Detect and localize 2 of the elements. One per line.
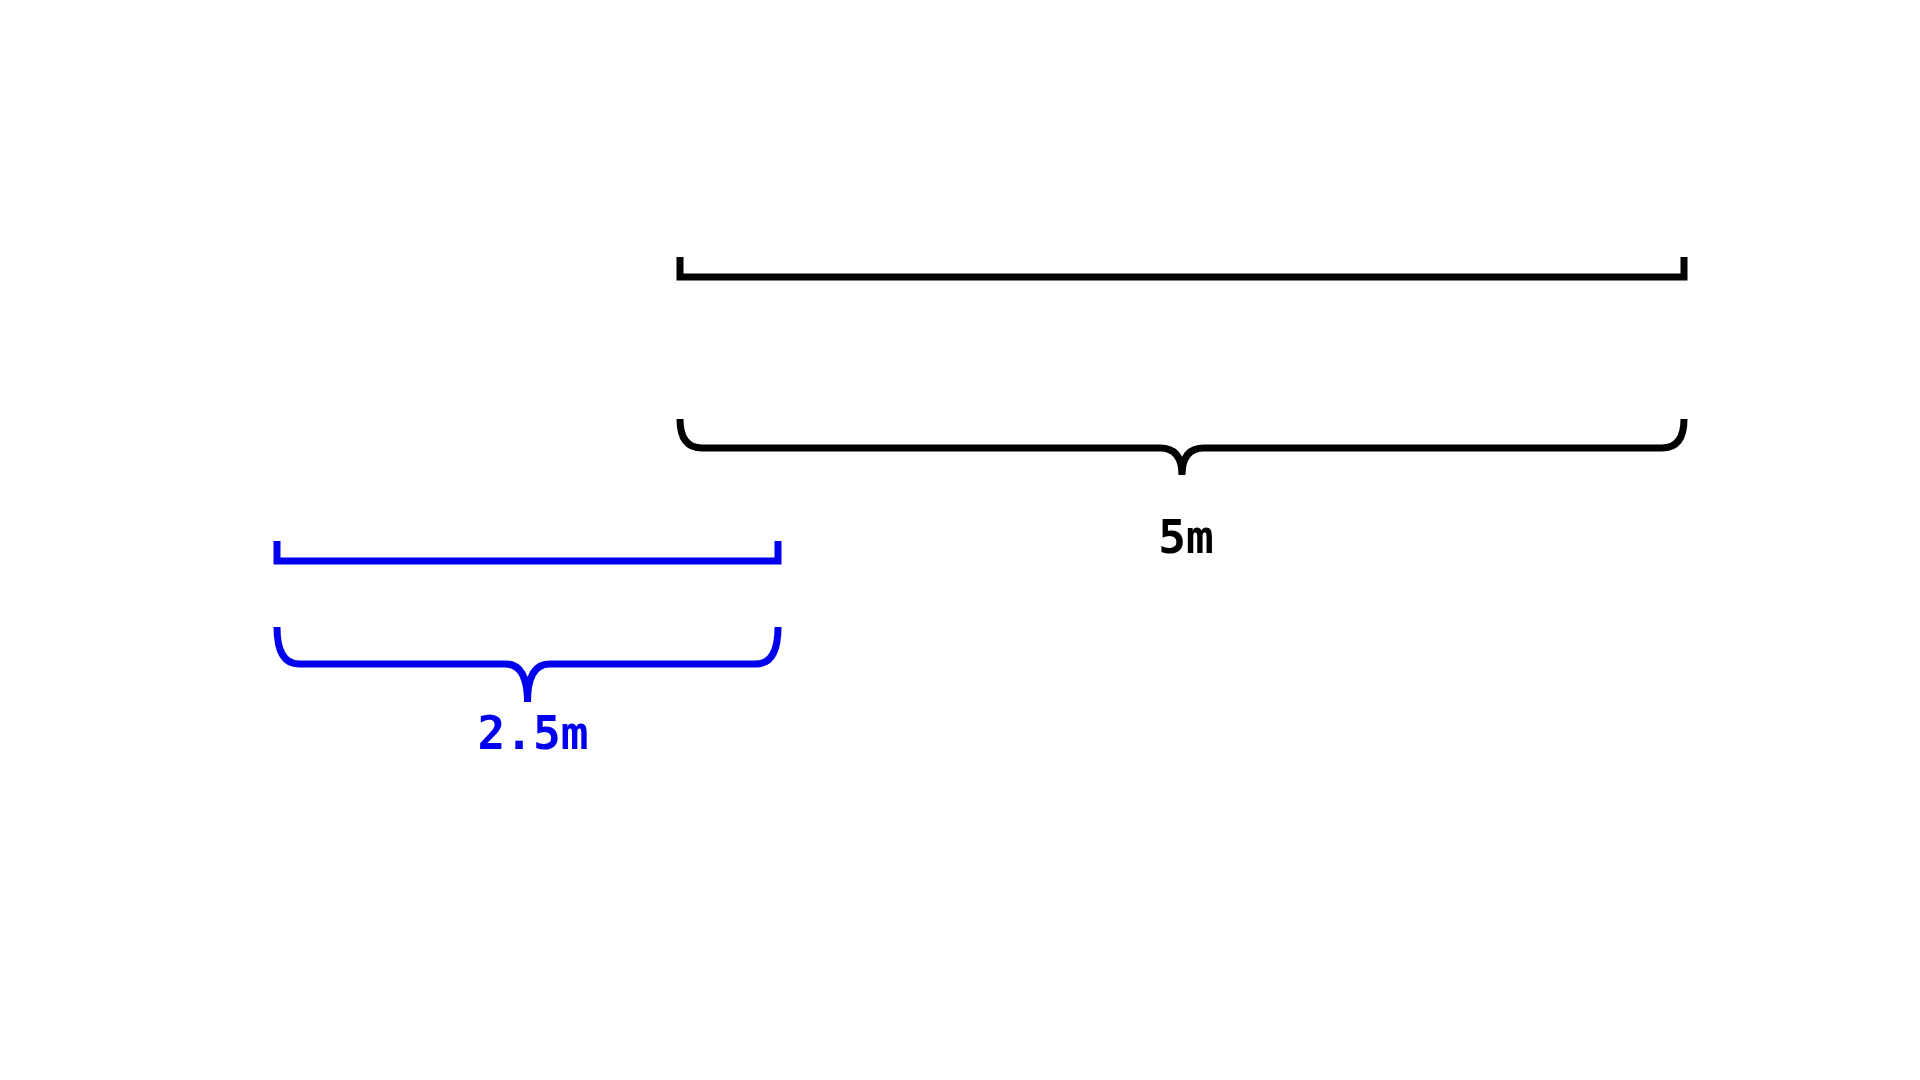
dimension-label: 2.5m [477, 710, 589, 756]
dimension-label: 5m [1158, 514, 1214, 560]
